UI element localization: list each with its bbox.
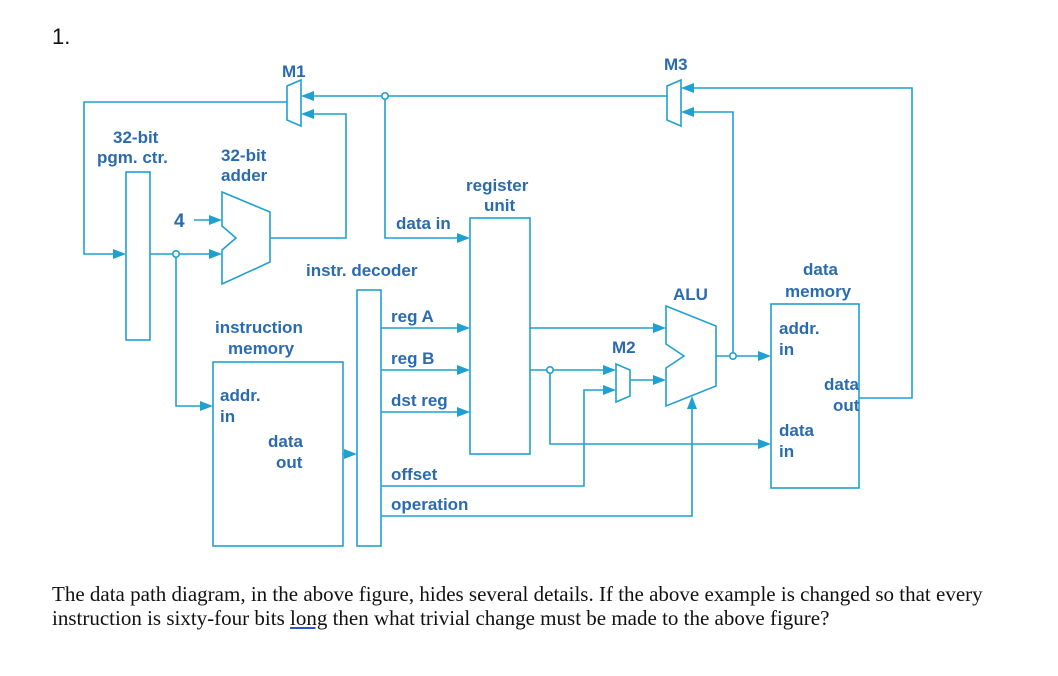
question-underlined-word: long xyxy=(290,606,328,630)
label-dm-data-out2: out xyxy=(833,396,860,415)
question-number: 1. xyxy=(52,24,71,49)
wire-pc-to-imem xyxy=(175,254,209,407)
wire-regB-to-datain xyxy=(549,370,767,445)
label-instr-decoder: instr. decoder xyxy=(306,261,418,280)
question-text-part2: then what trivial change must be made to… xyxy=(327,606,830,630)
label-pc-line2: pgm. ctr. xyxy=(97,148,168,167)
label-reg-b: reg B xyxy=(391,349,434,368)
label-dmem-line1: data xyxy=(803,260,839,279)
label-pc-line1: 32-bit xyxy=(113,128,159,147)
label-offset: offset xyxy=(391,465,438,484)
wire-offset xyxy=(381,389,612,487)
data-memory-block xyxy=(770,303,860,489)
label-register-line2: unit xyxy=(484,196,515,215)
label-dm-data-out1: data xyxy=(824,375,860,394)
label-dm-data-in2: in xyxy=(779,442,794,461)
label-imem-line2: memory xyxy=(228,339,295,358)
datapath-diagram: M1 M3 M2 32-bit pgm. ctr. 32-bit adder 4… xyxy=(83,55,913,547)
label-register-line1: register xyxy=(466,176,529,195)
label-m2: M2 xyxy=(612,338,636,357)
label-im-in: in xyxy=(220,407,235,426)
question-text: The data path diagram, in the above figu… xyxy=(52,582,992,630)
label-im-addr: addr. xyxy=(220,386,261,405)
label-dm-addr: addr. xyxy=(779,319,820,338)
wire-alu-to-m3 xyxy=(685,111,734,356)
alu-block xyxy=(665,304,717,408)
label-alu: ALU xyxy=(673,285,708,304)
label-data-in: data in xyxy=(396,214,451,233)
wire-dmem-to-m3 xyxy=(685,87,913,399)
program-counter-block xyxy=(125,171,151,341)
mux-m3 xyxy=(666,78,682,128)
label-four: 4 xyxy=(174,211,185,232)
label-operation: operation xyxy=(391,495,468,514)
instruction-decoder-block xyxy=(356,289,382,547)
label-reg-a: reg A xyxy=(391,307,434,326)
label-m3: M3 xyxy=(664,55,688,74)
wire-m3-to-datain xyxy=(384,96,466,239)
label-adder-line1: 32-bit xyxy=(221,146,267,165)
label-m1: M1 xyxy=(282,62,306,81)
label-dst-reg: dst reg xyxy=(391,391,448,410)
mux-m2 xyxy=(615,362,631,404)
mux-m1 xyxy=(286,78,302,128)
label-imem-line1: instruction xyxy=(215,318,303,337)
label-im-out: out xyxy=(276,453,303,472)
question-text-part1: The data path diagram, in the above figu… xyxy=(52,582,983,630)
wire-m1-to-pc xyxy=(83,101,287,255)
wire-adder-to-m1 xyxy=(270,113,347,239)
label-dmem-line2: memory xyxy=(785,282,852,301)
label-adder-line2: adder xyxy=(221,166,268,185)
label-im-data: data xyxy=(268,432,304,451)
register-unit-block xyxy=(469,217,531,455)
label-dm-addr-in: in xyxy=(779,340,794,359)
adder-block xyxy=(221,190,271,286)
label-dm-data-in1: data xyxy=(779,421,815,440)
wire-operation xyxy=(381,400,693,517)
